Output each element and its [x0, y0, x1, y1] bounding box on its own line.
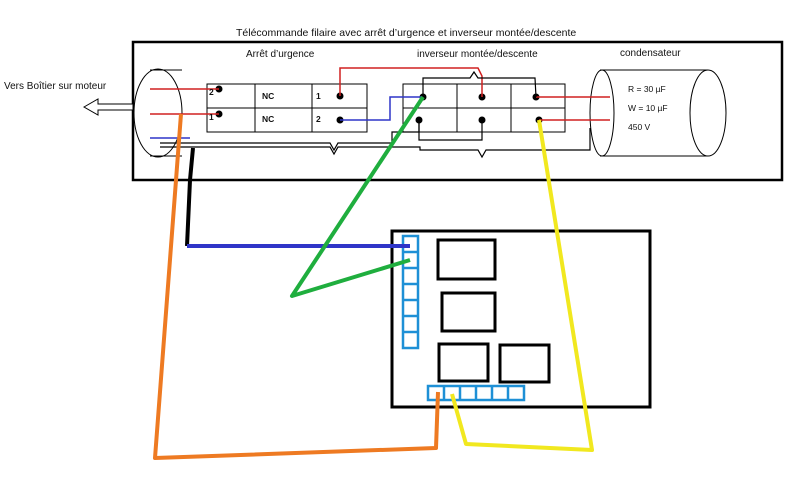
black-internal-wires: [160, 70, 591, 159]
yellow-wire: [450, 119, 594, 452]
emergency-row2-nc: NC: [262, 114, 275, 124]
motor-box-label: Vers Boîtier sur moteur: [4, 81, 107, 92]
capacitor-right-end: [689, 69, 727, 157]
emergency-row1-left-num: 2: [209, 87, 214, 97]
black-wire: [185, 147, 195, 247]
emergency-row1-nc: NC: [262, 91, 275, 101]
blue-wires: [150, 96, 423, 139]
terminal-strip-horizontal: [426, 384, 526, 402]
relay-2: [440, 291, 497, 333]
emergency-row2-right-num: 2: [316, 114, 321, 124]
emergency-row2-left-num: 1: [209, 112, 214, 122]
capacitor-w-value: W = 10 µF: [628, 103, 668, 113]
green-wire: [290, 95, 425, 298]
red-wires: [150, 67, 610, 121]
relay-3: [437, 342, 490, 383]
inverter-heading: inverseur montée/descente: [417, 49, 538, 60]
emergency-stop-heading: Arrêt d’urgence: [246, 49, 315, 60]
motor-arrow: [82, 98, 134, 116]
remote-box: [131, 40, 784, 182]
capacitor-body: [600, 69, 708, 157]
controller-board: [390, 229, 652, 409]
orange-wire: [153, 113, 440, 460]
capacitor-r-value: R = 30 µF: [628, 84, 666, 94]
inverter-block: [402, 83, 566, 133]
emergency-stop-block: [206, 83, 368, 133]
capacitor-left-end: [589, 69, 615, 157]
capacitor-voltage: 450 V: [628, 122, 651, 132]
relay-4: [498, 343, 551, 384]
relay-1: [436, 238, 497, 281]
terminal-strip-vertical: [401, 234, 420, 350]
emergency-row1-right-num: 1: [316, 91, 321, 101]
diagram-title: Télécommande filaire avec arrêt d’urgenc…: [236, 27, 577, 39]
cable-gland: [133, 68, 183, 158]
capacitor-heading: condensateur: [620, 48, 681, 59]
